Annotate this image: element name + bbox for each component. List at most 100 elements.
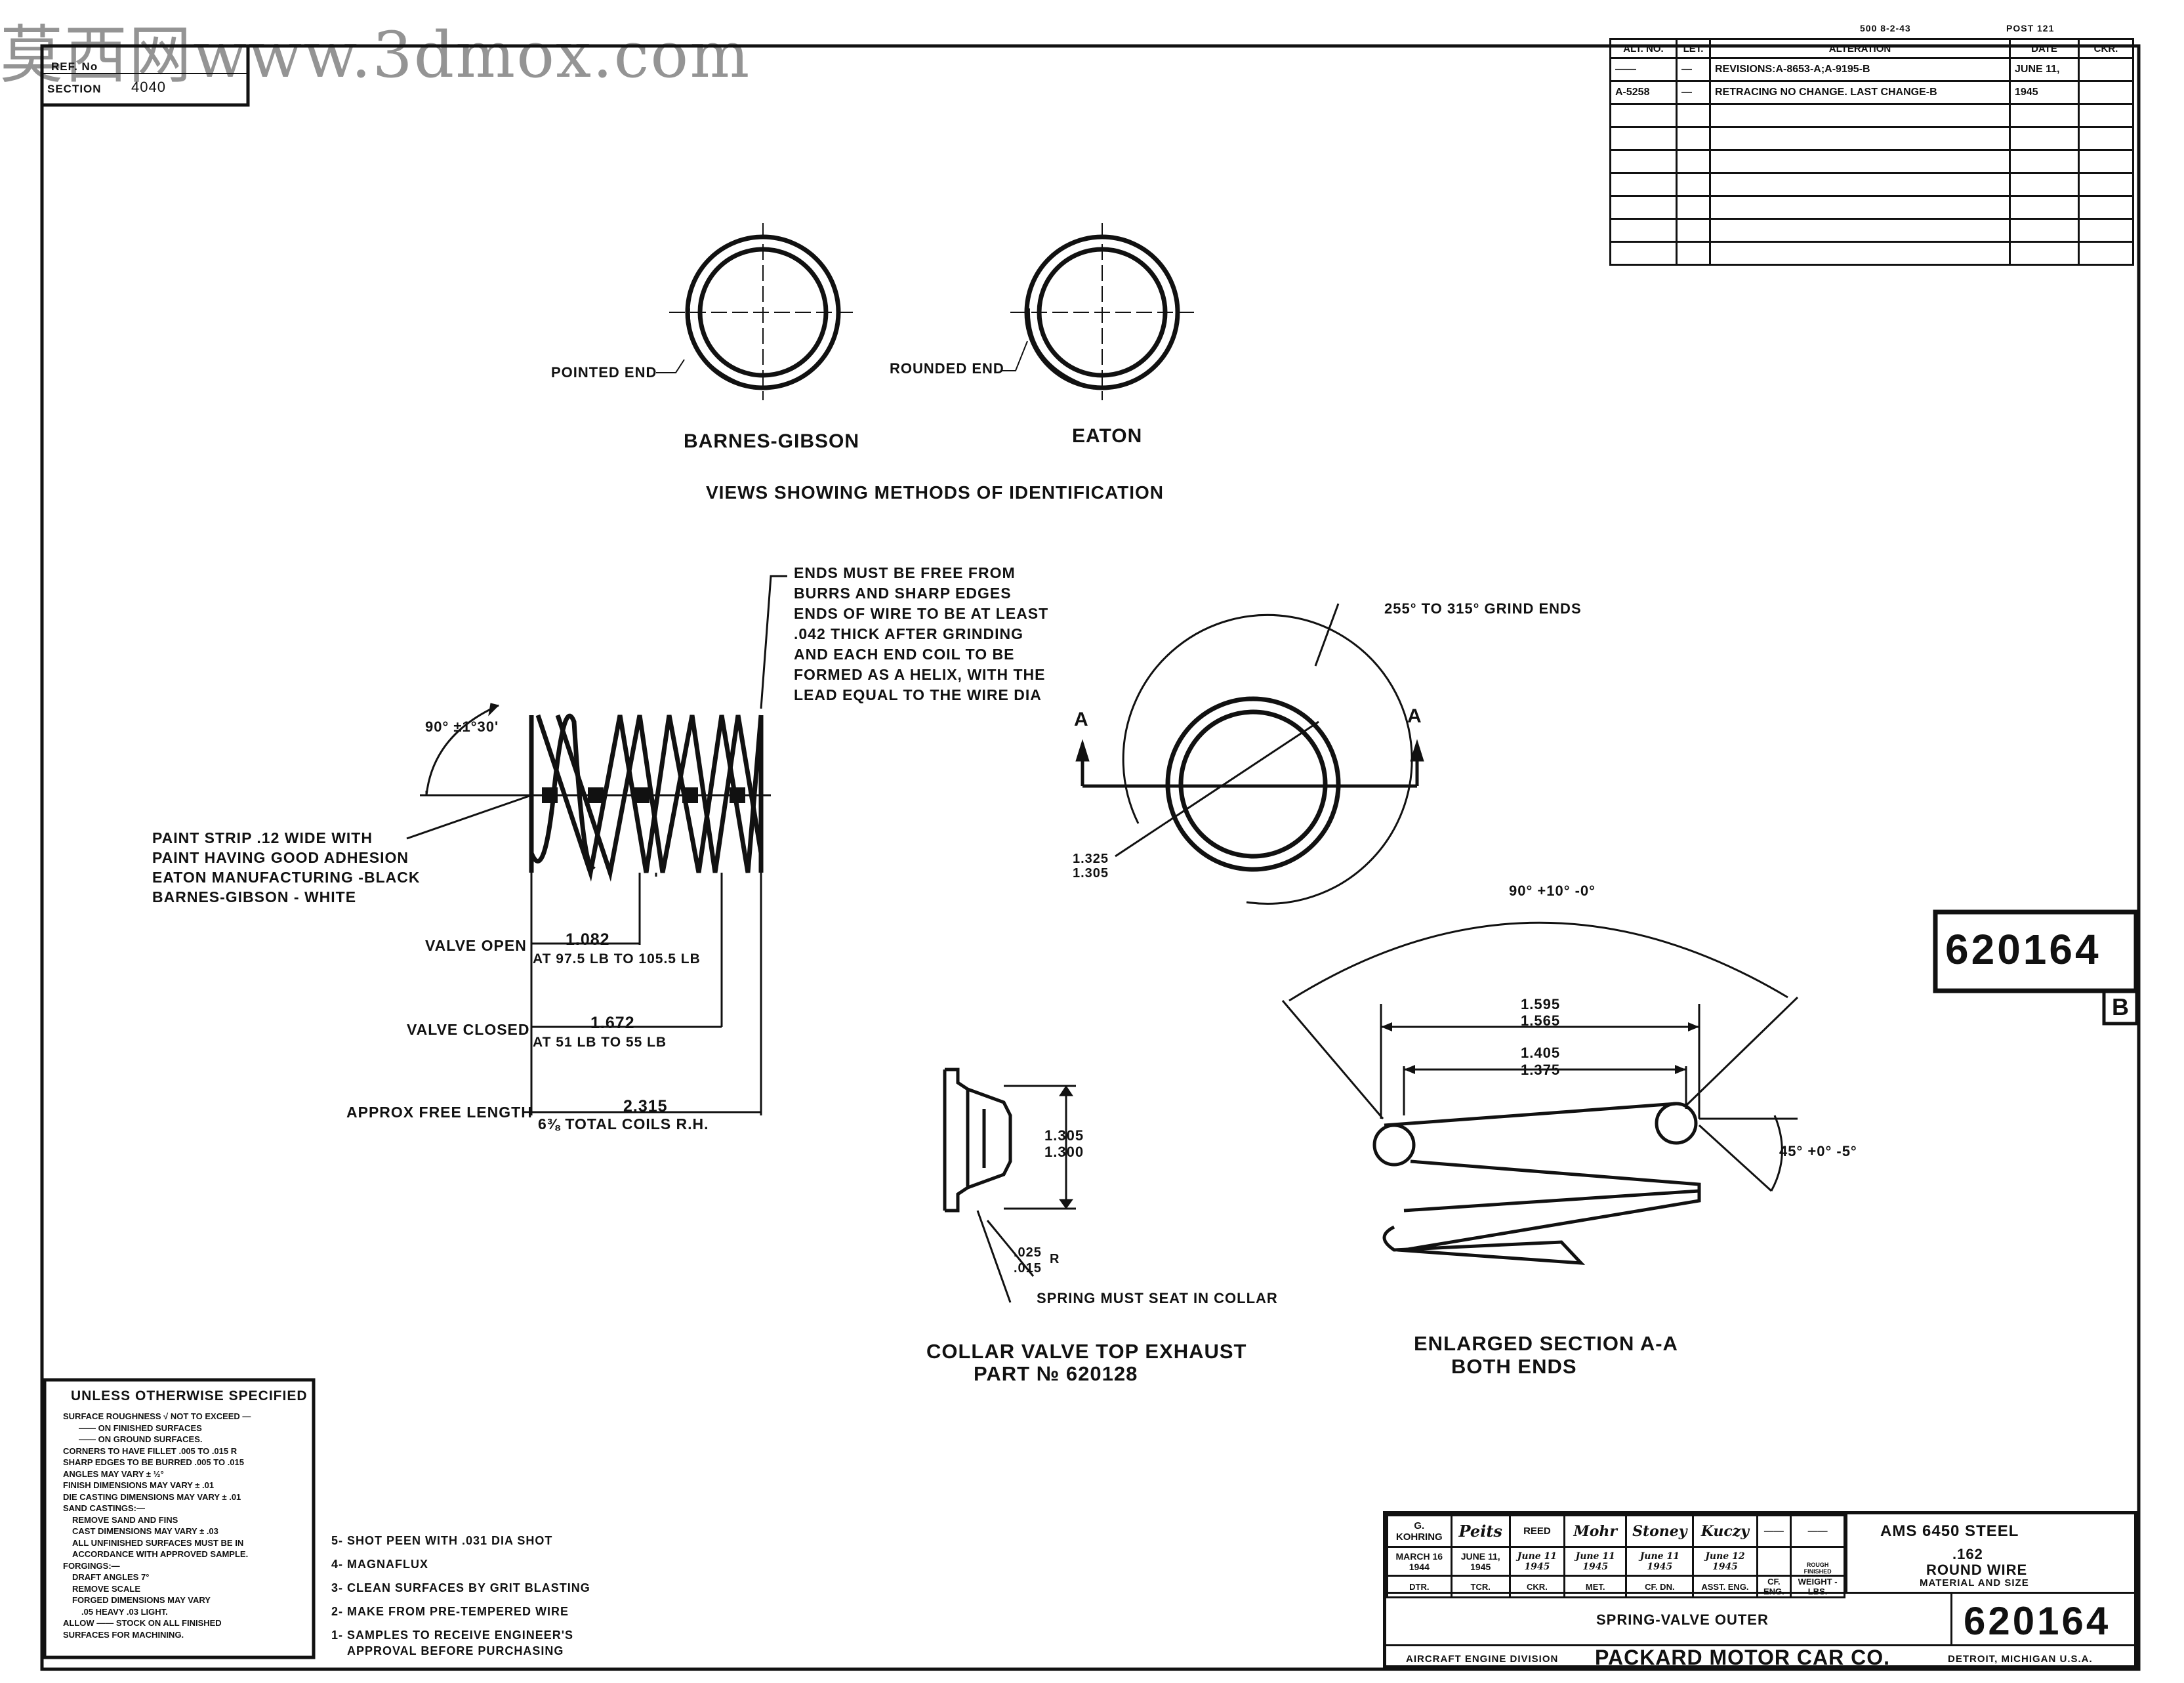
rev-cell: — bbox=[1676, 80, 1711, 105]
paint-strip-marks bbox=[542, 787, 745, 803]
date-cell: MARCH 16 1944 bbox=[1386, 1546, 1453, 1577]
collar-caption-line1: COLLAR VALVE TOP EXHAUST bbox=[926, 1340, 1247, 1363]
rev-header: LET. bbox=[1676, 38, 1711, 59]
rounded-end-label: ROUNDED END bbox=[890, 360, 1004, 377]
rev-cell: JUNE 11, bbox=[2009, 57, 2080, 82]
spring-side-view bbox=[529, 713, 764, 882]
sheet-border bbox=[40, 44, 2141, 1671]
signature-cell: Peits bbox=[1450, 1514, 1511, 1548]
coils-label: 6⅜ TOTAL COILS R.H. bbox=[538, 1115, 709, 1132]
collar-radius-upper: .025 bbox=[1014, 1245, 1042, 1260]
spring-end-view bbox=[1165, 696, 1341, 872]
tolerance-line: ALLOW —— STOCK ON ALL FINISHED bbox=[63, 1618, 222, 1628]
signature-cell: Kuczy bbox=[1692, 1514, 1758, 1548]
collar-seat-note: SPRING MUST SEAT IN COLLAR bbox=[1037, 1290, 1278, 1306]
material-block: AMS 6450 STEEL .162 ROUND WIRE MATERIAL … bbox=[1845, 1514, 2136, 1592]
section-letter-right: A bbox=[1407, 705, 1422, 727]
role-cell: MET. bbox=[1563, 1575, 1628, 1598]
tolerance-line: CAST DIMENSIONS MAY VARY ± .03 bbox=[72, 1526, 218, 1536]
material-line: .162 bbox=[1952, 1546, 1983, 1562]
ends-note-line: BURRS AND SHARP EDGES bbox=[794, 585, 1012, 602]
spring-angle-label: 90° ±1°30' bbox=[425, 718, 499, 735]
tolerance-line: REMOVE SAND AND FINS bbox=[72, 1514, 178, 1525]
section-dim2-lower: 1.375 bbox=[1521, 1062, 1561, 1078]
section-caption-line2: BOTH ENDS bbox=[1451, 1355, 1577, 1378]
watermark-text: 莫西网www.3dmox.com bbox=[0, 18, 751, 92]
tolerance-line: .05 HEAVY .03 LIGHT. bbox=[81, 1606, 168, 1617]
tolerance-line: ANGLES MAY VARY ± ½° bbox=[63, 1468, 164, 1479]
rev-cell: — bbox=[1676, 57, 1711, 82]
paint-note-line: PAINT STRIP .12 WIDE WITH bbox=[152, 829, 373, 846]
section-label: SECTION bbox=[47, 83, 102, 95]
valve-closed-label: VALVE CLOSED bbox=[407, 1021, 530, 1038]
ref-label: REF. No bbox=[51, 60, 98, 73]
tolerance-line: —— ON FINISHED SURFACES bbox=[79, 1423, 202, 1433]
ends-note-line: AND EACH END COIL TO BE bbox=[794, 646, 1015, 663]
tolerance-line: SAND CASTINGS:— bbox=[63, 1503, 145, 1513]
drawing-letter-box bbox=[2102, 989, 2139, 1026]
ends-note-line: LEAD EQUAL TO THE WIRE DIA bbox=[794, 686, 1042, 703]
ends-note: ENDS MUST BE FREE FROM BURRS AND SHARP E… bbox=[794, 563, 1048, 705]
ends-note-line: ENDS OF WIRE TO BE AT LEAST bbox=[794, 605, 1049, 622]
process-note: 1- SAMPLES TO RECEIVE ENGINEER'S bbox=[331, 1629, 574, 1642]
pointed-end-leader bbox=[656, 359, 685, 373]
ends-note-line: ENDS MUST BE FREE FROM bbox=[794, 564, 1016, 581]
section-dim2-upper: 1.405 bbox=[1521, 1045, 1561, 1061]
tolerance-line: DIE CASTING DIMENSIONS MAY VARY ± .01 bbox=[63, 1491, 241, 1502]
section-caption-line1: ENLARGED SECTION A-A bbox=[1414, 1332, 1678, 1355]
grind-note: 255° TO 315° GRIND ENDS bbox=[1384, 600, 1582, 617]
rev-cell: —— bbox=[1609, 57, 1678, 82]
rev-cell: 1945 bbox=[2009, 80, 2080, 105]
role-cell: CF. DN. bbox=[1625, 1575, 1695, 1598]
section-angle-side: 45° +0° -5° bbox=[1779, 1143, 1857, 1159]
tolerance-line: ACCORDANCE WITH APPROVED SAMPLE. bbox=[72, 1549, 249, 1559]
valve-open-dim: 1.082 bbox=[566, 930, 610, 949]
eaton-label: EATON bbox=[1072, 425, 1143, 447]
tolerance-title: UNLESS OTHERWISE SPECIFIED bbox=[71, 1388, 308, 1403]
date-cell: June 11 1945 bbox=[1508, 1546, 1566, 1577]
tolerance-line: FORGED DIMENSIONS MAY VARY bbox=[72, 1595, 211, 1605]
section-dim1-lower: 1.565 bbox=[1521, 1012, 1561, 1029]
division-label: AIRCRAFT ENGINE DIVISION bbox=[1406, 1653, 1559, 1665]
angle-arc-top bbox=[1288, 921, 1788, 1002]
material-label: MATERIAL AND SIZE bbox=[1920, 1577, 2029, 1589]
title-drawing-number: 620164 bbox=[1964, 1599, 2111, 1643]
top-code-2: POST 121 bbox=[2006, 23, 2055, 33]
section-angle-top: 90° +10° -0° bbox=[1509, 883, 1596, 899]
date-cell: June 11 1945 bbox=[1625, 1546, 1695, 1577]
collar-radius-lower: .015 bbox=[1014, 1261, 1042, 1276]
section-dim1-upper: 1.595 bbox=[1521, 996, 1561, 1012]
barnes-gibson-label: BARNES-GIBSON bbox=[684, 430, 860, 452]
title-block: G. KOHRING Peits REED Mohr Stoney Kuczy … bbox=[1383, 1511, 2137, 1669]
process-notes: 5- SHOT PEEN WITH .031 DIA SHOT 4- MAGNA… bbox=[331, 1529, 590, 1659]
signature-cell: Mohr bbox=[1563, 1514, 1628, 1548]
end-dia-upper: 1.325 bbox=[1073, 852, 1109, 866]
section-letter-left: A bbox=[1074, 709, 1089, 730]
ref-box bbox=[40, 44, 250, 107]
date-cell: June 12 1945 bbox=[1692, 1546, 1758, 1577]
ends-note-line: .042 THICK AFTER GRINDING bbox=[794, 625, 1024, 642]
valve-open-load: AT 97.5 LB TO 105.5 LB bbox=[533, 951, 701, 966]
role-cell: DTR. bbox=[1386, 1575, 1453, 1598]
ends-note-line: FORMED AS A HELIX, WITH THE bbox=[794, 666, 1046, 683]
material-line: AMS 6450 STEEL bbox=[1880, 1522, 2019, 1540]
process-note: 3- CLEAN SURFACES BY GRIT BLASTING bbox=[331, 1581, 590, 1594]
tolerance-line: ALL UNFINISHED SURFACES MUST BE IN bbox=[72, 1537, 244, 1548]
tolerance-line: CORNERS TO HAVE FILLET .005 TO .015 R bbox=[63, 1445, 237, 1456]
signature-cell: Stoney bbox=[1625, 1514, 1695, 1548]
section-value: 4040 bbox=[131, 79, 166, 95]
role-cell: WEIGHT - LBS. bbox=[1790, 1575, 1845, 1598]
process-note: 4- MAGNAFLUX bbox=[331, 1558, 428, 1571]
tolerance-box bbox=[43, 1378, 316, 1659]
rev-cell bbox=[2078, 57, 2134, 82]
table-row: A-5258 — RETRACING NO CHANGE. LAST CHANG… bbox=[1609, 80, 2134, 105]
signature-table: G. KOHRING Peits REED Mohr Stoney Kuczy … bbox=[1386, 1514, 1845, 1598]
drawing-number-box bbox=[1933, 909, 2139, 993]
role-cell: CF. ENG. bbox=[1756, 1575, 1792, 1598]
collar-caption-line2: PART № 620128 bbox=[974, 1362, 1138, 1385]
tolerance-line: SURFACE ROUGHNESS √ NOT TO EXCEED — bbox=[63, 1411, 251, 1421]
rev-cell: REVISIONS:A-8653-A;A-9195-B bbox=[1709, 57, 2011, 82]
paint-note: PAINT STRIP .12 WIDE WITH PAINT HAVING G… bbox=[152, 828, 420, 907]
rev-header: ALTERATION bbox=[1709, 38, 2011, 59]
